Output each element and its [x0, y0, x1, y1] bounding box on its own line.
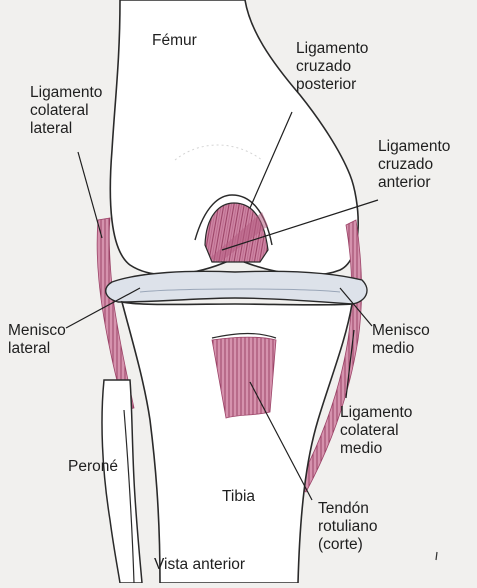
caption: Vista anterior [154, 556, 245, 574]
label-lcm: Ligamento colateral medio [340, 404, 412, 458]
meniscus-band [106, 271, 367, 304]
stray-mark [436, 552, 437, 560]
label-menisco-lateral: Menisco lateral [8, 322, 66, 358]
label-tibia: Tibia [222, 488, 255, 506]
label-lcl: Ligamento colateral lateral [30, 84, 102, 138]
label-femur: Fémur [152, 32, 197, 50]
label-lca: Ligamento cruzado anterior [378, 138, 450, 192]
fibula-bone [102, 380, 142, 583]
label-tendon: Tendón rotuliano (corte) [318, 500, 377, 554]
label-menisco-medio: Menisco medio [372, 322, 430, 358]
label-perone: Peroné [68, 458, 118, 476]
leader-lcl [78, 152, 102, 238]
label-lcp: Ligamento cruzado posterior [296, 40, 368, 94]
